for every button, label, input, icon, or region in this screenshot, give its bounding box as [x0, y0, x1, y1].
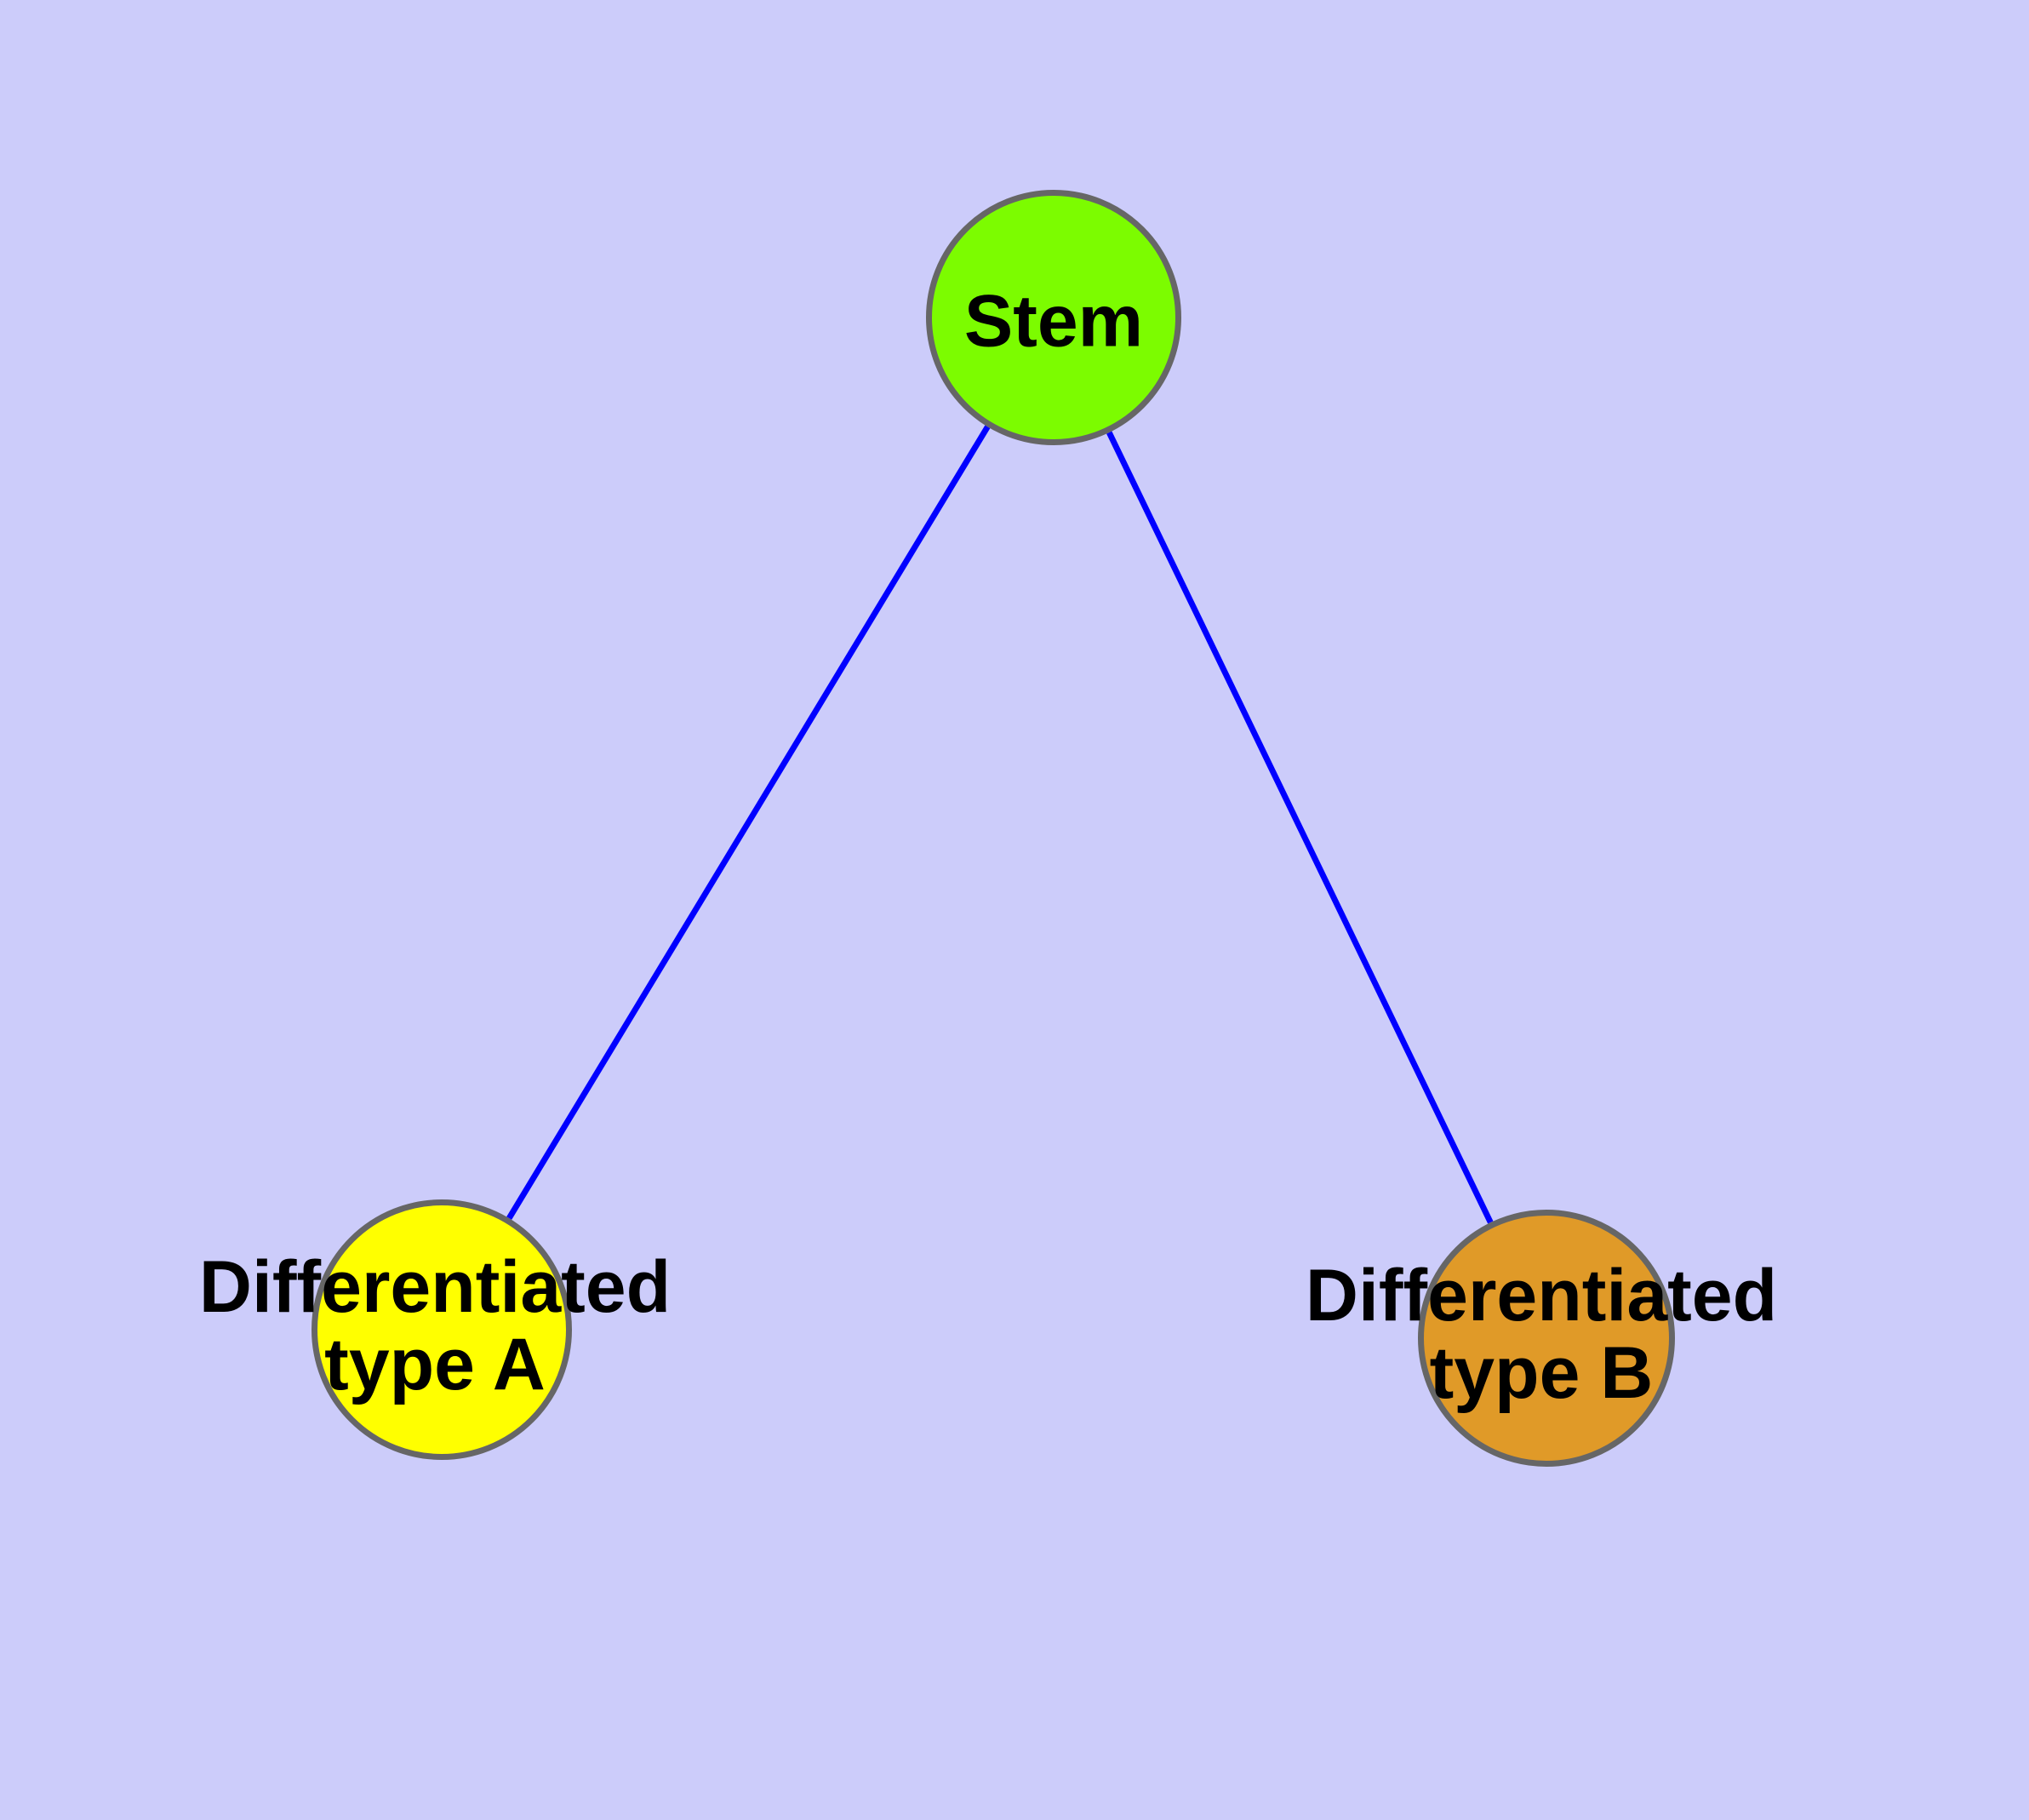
node-stem-circle[interactable]: [926, 190, 1181, 445]
edge-stem-diff-b: [1106, 431, 1494, 1224]
edge-stem-diff-a: [506, 425, 991, 1220]
node-diff-a-circle[interactable]: [311, 1199, 572, 1460]
edge-layer: [506, 425, 1494, 1224]
node-layer: [311, 190, 1675, 1467]
node-diff-b-circle[interactable]: [1418, 1210, 1675, 1467]
